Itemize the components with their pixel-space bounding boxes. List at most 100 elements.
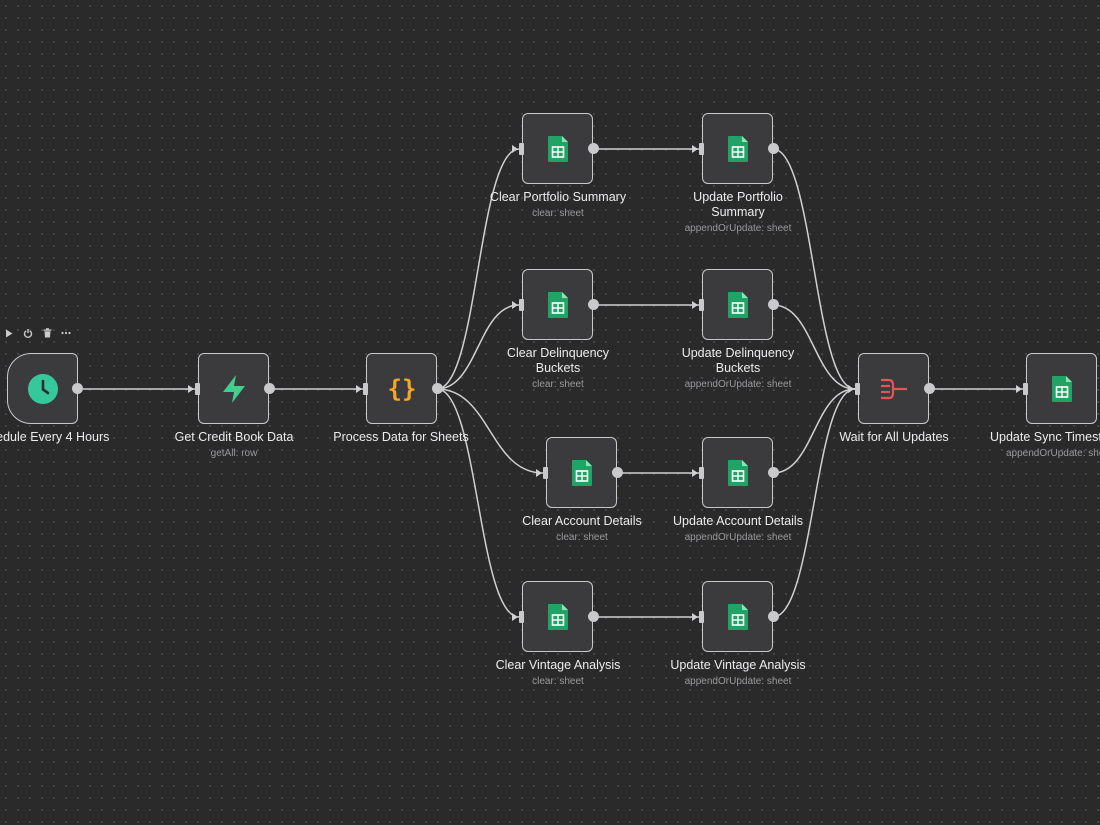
- google-sheets-icon: [727, 291, 749, 319]
- input-handle[interactable]: [519, 611, 524, 623]
- node-update-vintage[interactable]: [702, 581, 773, 652]
- output-handle[interactable]: [612, 467, 623, 478]
- input-handle[interactable]: [699, 299, 704, 311]
- node-update-portfolio-title: Update Portfolio Summary: [693, 190, 783, 219]
- merge-icon: [879, 376, 909, 402]
- connection-edge[interactable]: [436, 388, 520, 618]
- output-handle[interactable]: [924, 383, 935, 394]
- connection-arrowhead: [536, 469, 542, 477]
- connection-arrowhead: [848, 385, 854, 393]
- node-clear-delinquency-subtitle: clear: sheet: [532, 379, 584, 390]
- google-sheets-icon: [727, 459, 749, 487]
- play-icon: [6, 329, 13, 337]
- connection-arrowhead: [848, 385, 854, 393]
- output-handle[interactable]: [432, 383, 443, 394]
- more-options-button[interactable]: [61, 328, 71, 338]
- google-sheets-icon: [547, 603, 569, 631]
- output-handle[interactable]: [264, 383, 275, 394]
- input-handle[interactable]: [1023, 383, 1028, 395]
- connection-arrowhead: [692, 613, 698, 621]
- google-sheets-icon: [1051, 375, 1073, 403]
- connection-arrowhead: [512, 145, 518, 153]
- node-process-data-title: Process Data for Sheets: [333, 430, 469, 444]
- connection-arrowhead: [1016, 385, 1022, 393]
- node-schedule-trigger[interactable]: [7, 353, 78, 424]
- connection-arrowhead: [692, 469, 698, 477]
- bolt-icon: [219, 373, 249, 405]
- connection-arrowhead: [512, 301, 518, 309]
- input-handle[interactable]: [519, 143, 524, 155]
- input-handle[interactable]: [699, 611, 704, 623]
- trash-icon: [43, 328, 51, 338]
- node-get-credit-book[interactable]: [198, 353, 269, 424]
- clock-icon: [27, 373, 59, 405]
- node-clear-vintage[interactable]: [522, 581, 593, 652]
- node-get-credit-book-subtitle: getAll: row: [210, 448, 258, 459]
- google-sheets-icon: [727, 135, 749, 163]
- node-clear-account-title: Clear Account Details: [522, 514, 642, 528]
- braces-icon: {}: [386, 374, 418, 404]
- node-clear-account[interactable]: [546, 437, 617, 508]
- execute-node-button[interactable]: [4, 328, 14, 338]
- connection-arrowhead: [692, 301, 698, 309]
- node-clear-delinquency-title: Clear Delinquency Buckets: [506, 346, 610, 375]
- node-update-account[interactable]: [702, 437, 773, 508]
- node-clear-portfolio[interactable]: [522, 113, 593, 184]
- output-handle[interactable]: [588, 299, 599, 310]
- node-clear-vintage-title: Clear Vintage Analysis: [495, 658, 621, 672]
- connection-arrowhead: [188, 385, 194, 393]
- delete-node-button[interactable]: [42, 328, 52, 338]
- input-handle[interactable]: [543, 467, 548, 479]
- input-handle[interactable]: [699, 143, 704, 155]
- connection-arrowhead: [848, 385, 854, 393]
- output-handle[interactable]: [72, 383, 83, 394]
- node-wait-for-all-title: Wait for All Updates: [839, 430, 949, 444]
- input-handle[interactable]: [195, 383, 200, 395]
- google-sheets-icon: [727, 603, 749, 631]
- node-toolbar: [4, 328, 71, 338]
- google-sheets-icon: [571, 459, 593, 487]
- node-clear-portfolio-title: Clear Portfolio Summary: [489, 190, 627, 204]
- node-clear-portfolio-subtitle: clear: sheet: [532, 208, 584, 219]
- node-wait-for-all[interactable]: [858, 353, 929, 424]
- node-update-account-subtitle: appendOrUpdate: sheet: [684, 532, 792, 543]
- input-handle[interactable]: [855, 383, 860, 395]
- node-update-vintage-subtitle: appendOrUpdate: sheet: [684, 676, 792, 687]
- node-update-portfolio[interactable]: [702, 113, 773, 184]
- node-update-sync-title: Update Sync Timestamp: [990, 430, 1100, 444]
- ellipsis-icon: [61, 331, 71, 335]
- node-update-delinquency-subtitle: appendOrUpdate: sheet: [684, 379, 792, 390]
- output-handle[interactable]: [588, 143, 599, 154]
- connection-arrowhead: [848, 385, 854, 393]
- power-icon: [23, 329, 33, 338]
- output-handle[interactable]: [768, 467, 779, 478]
- google-sheets-icon: [547, 291, 569, 319]
- node-clear-vintage-subtitle: clear: sheet: [532, 676, 584, 687]
- svg-text:{}: {}: [387, 375, 416, 403]
- output-handle[interactable]: [768, 299, 779, 310]
- google-sheets-icon: [547, 135, 569, 163]
- node-update-delinquency-title: Update Delinquency Buckets: [681, 346, 795, 375]
- node-update-account-title: Update Account Details: [673, 514, 803, 528]
- connection-edge[interactable]: [772, 388, 856, 618]
- node-process-data[interactable]: {}: [366, 353, 437, 424]
- output-handle[interactable]: [768, 611, 779, 622]
- node-clear-delinquency[interactable]: [522, 269, 593, 340]
- node-get-credit-book-title: Get Credit Book Data: [174, 430, 294, 444]
- node-update-delinquency[interactable]: [702, 269, 773, 340]
- input-handle[interactable]: [699, 467, 704, 479]
- node-schedule-title: Schedule Every 4 Hours: [0, 430, 110, 444]
- input-handle[interactable]: [519, 299, 524, 311]
- node-update-vintage-title: Update Vintage Analysis: [670, 658, 806, 672]
- deactivate-node-button[interactable]: [23, 328, 33, 338]
- output-handle[interactable]: [768, 143, 779, 154]
- node-update-sync[interactable]: [1026, 353, 1097, 424]
- node-update-portfolio-subtitle: appendOrUpdate: sheet: [684, 223, 792, 234]
- connection-arrowhead: [692, 145, 698, 153]
- node-update-sync-subtitle: appendOrUpdate: sheet: [1006, 448, 1100, 459]
- input-handle[interactable]: [363, 383, 368, 395]
- connection-arrowhead: [512, 613, 518, 621]
- output-handle[interactable]: [588, 611, 599, 622]
- node-clear-account-subtitle: clear: sheet: [556, 532, 608, 543]
- connection-arrowhead: [356, 385, 362, 393]
